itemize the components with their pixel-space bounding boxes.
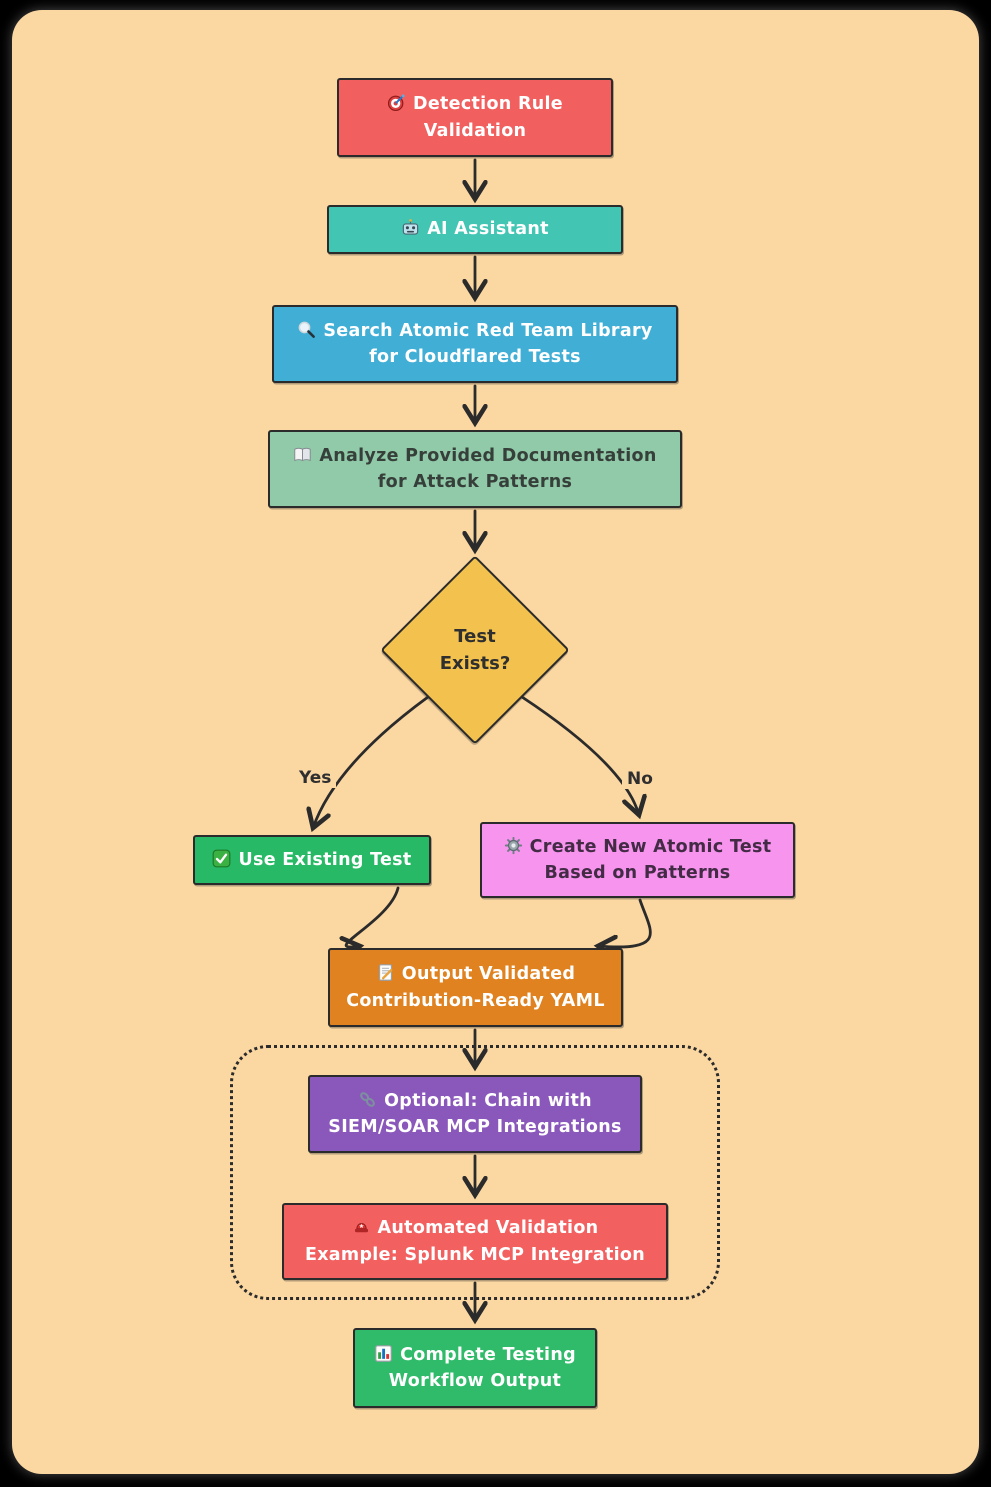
edge-label-yes: Yes <box>294 768 337 788</box>
node-label: Complete Testing Workflow Output <box>388 1344 576 1391</box>
node-output-validated-yaml: Output Validated Contribution-Ready YAML <box>328 948 623 1027</box>
link-icon <box>358 1090 377 1109</box>
node-label: Use Existing Test <box>238 849 412 870</box>
siren-icon <box>352 1217 371 1236</box>
chart-icon <box>374 1344 393 1363</box>
node-use-existing-test: Use Existing Test <box>193 835 431 885</box>
node-label: Optional: Chain with SIEM/SOAR MCP Integ… <box>328 1090 622 1137</box>
node-automated-validation: Automated Validation Example: Splunk MCP… <box>282 1203 668 1280</box>
book-icon <box>293 445 312 464</box>
node-analyze-documentation: Analyze Provided Documentation for Attac… <box>268 430 682 508</box>
node-ai-assistant: AI Assistant <box>327 205 623 254</box>
node-search-atomic-library: Search Atomic Red Team Library for Cloud… <box>272 305 678 383</box>
node-label: Test Exists? <box>439 626 511 674</box>
node-label: Search Atomic Red Team Library for Cloud… <box>323 320 653 367</box>
node-label: AI Assistant <box>427 219 549 240</box>
node-optional-chain-integrations: Optional: Chain with SIEM/SOAR MCP Integ… <box>308 1075 642 1153</box>
gear-icon <box>504 836 523 855</box>
node-complete-workflow-output: Complete Testing Workflow Output <box>353 1328 597 1408</box>
node-detection-rule-validation: Detection Rule Validation <box>337 78 613 157</box>
magnifier-icon <box>297 320 316 339</box>
node-label: Create New Atomic Test Based on Patterns <box>529 836 772 883</box>
memo-icon <box>376 963 395 982</box>
target-icon <box>387 93 406 112</box>
node-create-new-atomic-test: Create New Atomic Test Based on Patterns <box>480 822 795 898</box>
node-label: Output Validated Contribution-Ready YAML <box>346 964 605 1011</box>
optional-integration-group <box>230 1045 720 1300</box>
node-label: Analyze Provided Documentation for Attac… <box>319 445 657 492</box>
node-test-exists-decision: Test Exists? <box>380 555 570 745</box>
node-label: Automated Validation Example: Splunk MCP… <box>304 1218 646 1265</box>
check-icon <box>212 849 231 868</box>
edge-label-no: No <box>622 769 658 789</box>
node-label: Detection Rule Validation <box>413 94 563 141</box>
robot-icon <box>401 218 420 237</box>
